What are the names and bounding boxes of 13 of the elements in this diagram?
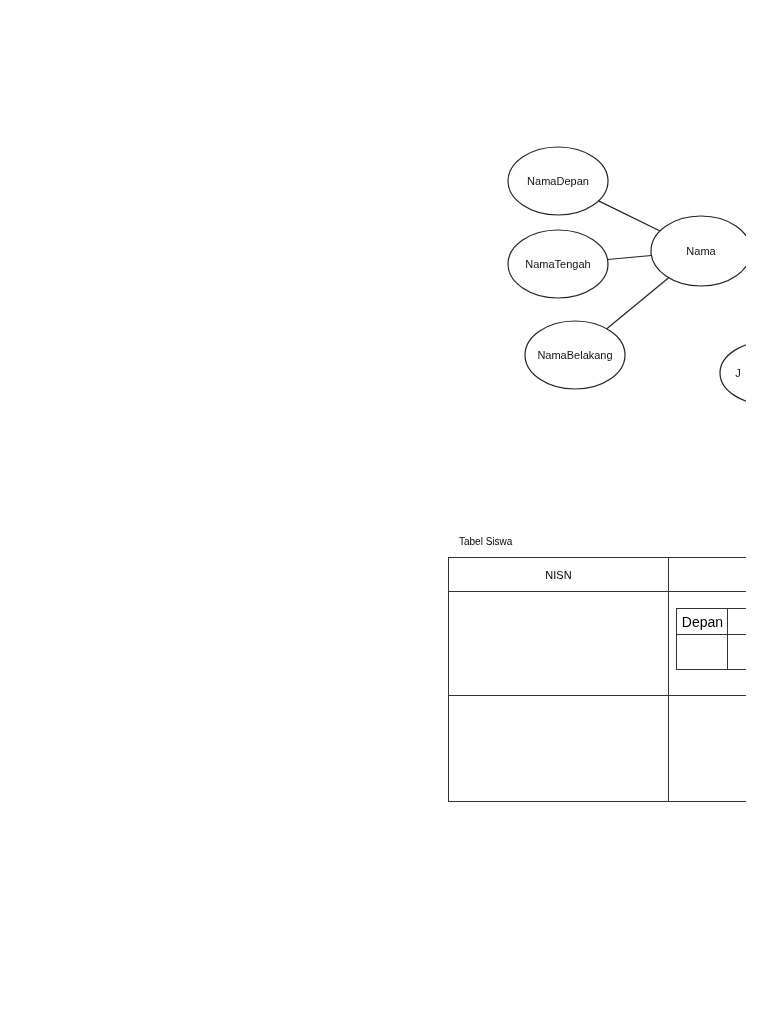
attribute-name: NamaBelakang [537,349,613,361]
column-header: Depan [676,608,728,635]
connector-line [598,200,661,232]
attribute-ellipse [507,229,609,299]
column-header: NISN [448,557,668,592]
attribute-ellipse [524,320,626,390]
table-title: Tabel Siswa [459,536,513,547]
attribute-name: NamaDepan [527,175,589,187]
attribute-name: J [735,367,741,379]
attribute-name: NamaTengah [525,258,591,270]
connector-line [606,277,670,330]
attribute-ellipse [507,146,609,216]
attribute-name: Nama [686,245,716,257]
